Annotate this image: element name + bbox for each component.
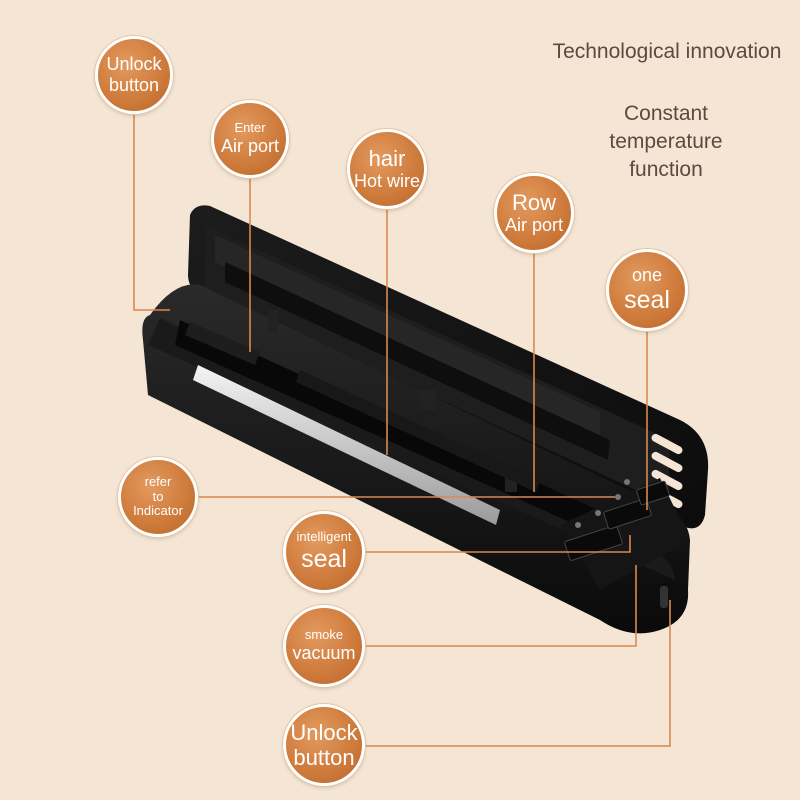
callout-line-3: Indicator: [133, 503, 183, 519]
hot-wire-bar: [193, 365, 500, 525]
callout-line-1: Enter: [234, 120, 266, 136]
callout-line-2: button: [108, 75, 160, 95]
callout-line-1: refer: [144, 473, 172, 489]
callout-line-2: Hot wire: [353, 171, 420, 192]
callout-line-1: smoke: [304, 627, 344, 643]
callout-line-1: intelligent: [296, 529, 352, 545]
callout-intelligent-seal: intelligent seal: [283, 511, 365, 593]
callout-unlock-button-bottom: Unlock button: [283, 704, 365, 786]
control-panel: [560, 478, 690, 590]
sealer-lid: [188, 205, 709, 529]
callout-row-air-port: Row Air port: [494, 173, 574, 253]
callout-enter-air-port: Enter Air port: [211, 100, 289, 178]
callout-indicator: refer to Indicator: [118, 457, 198, 537]
callout-line-2: seal: [301, 545, 347, 574]
headline-text-line-1: Constant temperature: [609, 102, 723, 153]
sealer-base: [142, 284, 691, 634]
callout-line-1: Row: [511, 190, 556, 215]
callout-line-2: to: [152, 488, 164, 504]
headline-text-line-2: function: [629, 158, 703, 181]
lid-vent-slots: [651, 433, 683, 509]
callout-line-2: vacuum: [292, 643, 356, 664]
callout-line-1: Unlock: [290, 719, 358, 745]
callout-line-2: Air port: [220, 136, 280, 157]
side-unlock-button: [660, 586, 668, 608]
callout-one-seal: one seal: [606, 249, 688, 331]
headline-text: Technological innovation: [552, 40, 782, 63]
callout-smoke-vacuum: smoke vacuum: [283, 605, 365, 687]
headline-constant-temperature: Constant temperature function: [566, 100, 766, 184]
headline-technological-innovation: Technological innovation: [548, 38, 786, 66]
callout-line-2: button: [293, 745, 355, 770]
callout-unlock-button-top: Unlock button: [95, 36, 173, 114]
leader-lines: [133, 114, 671, 747]
callout-hot-wire: hair Hot wire: [347, 129, 427, 209]
callout-line-1: one: [631, 265, 663, 286]
callout-line-1: Unlock: [106, 54, 162, 75]
callout-line-1: hair: [368, 146, 406, 171]
callout-line-2: Air port: [504, 215, 564, 236]
callout-line-2: seal: [624, 285, 670, 314]
